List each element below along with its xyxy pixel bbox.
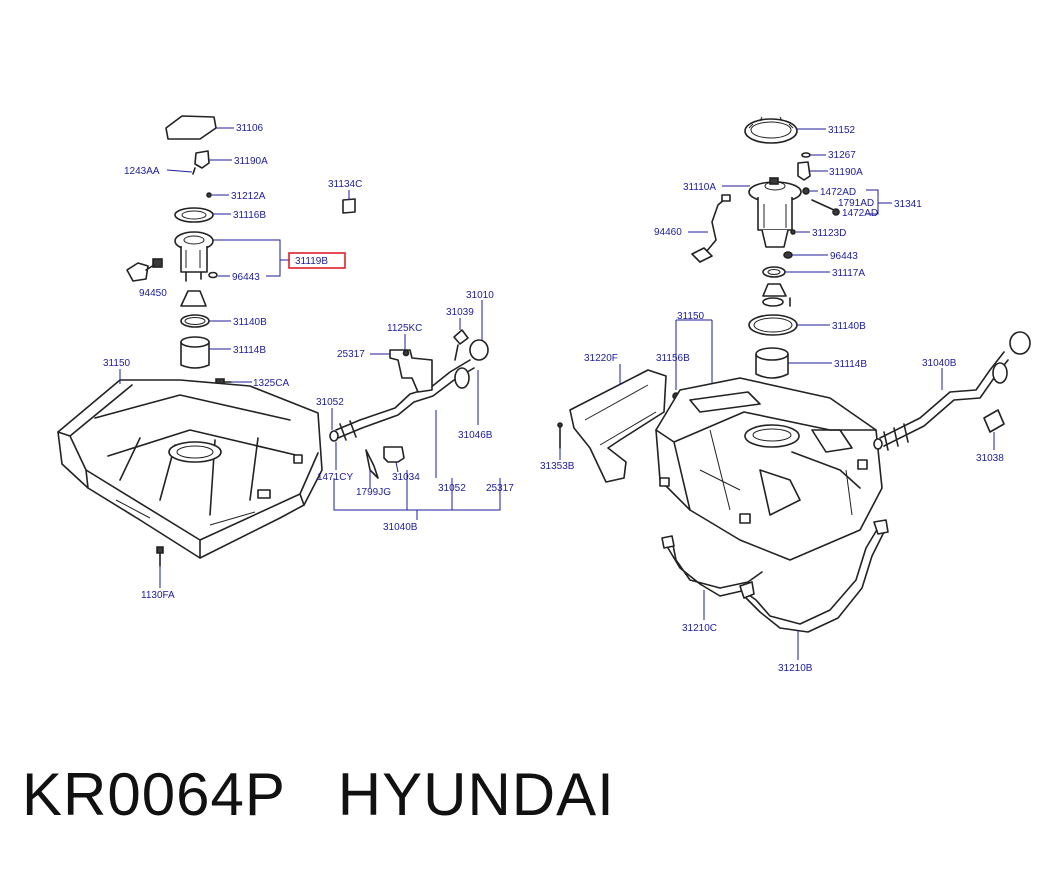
part-screw[interactable] — [206, 192, 212, 198]
label-31150-left[interactable]: 31150 — [103, 358, 131, 369]
part-screw-31123d[interactable] — [790, 229, 796, 235]
part-strainer[interactable] — [762, 283, 787, 297]
label-31190a-right[interactable]: 31190A — [829, 167, 863, 178]
part-pump-module[interactable] — [748, 177, 802, 248]
label-31140b-left[interactable]: 31140B — [233, 317, 267, 328]
label-31114b-left[interactable]: 31114B — [233, 345, 266, 356]
part-fuel-sender[interactable] — [174, 231, 214, 282]
label-94460[interactable]: 94460 — [654, 227, 682, 238]
label-31040b-left[interactable]: 31040B — [383, 522, 418, 533]
label-31117a[interactable]: 31117A — [832, 268, 865, 279]
label-1130fa[interactable]: 1130FA — [141, 590, 175, 601]
part-clamp[interactable] — [194, 150, 210, 169]
label-31210b[interactable]: 31210B — [778, 663, 813, 674]
part-clip-right[interactable] — [783, 251, 793, 259]
label-1125kc[interactable]: 1125KC — [387, 323, 422, 334]
part-label-plate[interactable] — [983, 409, 1005, 433]
label-31341[interactable]: 31341 — [894, 199, 922, 210]
part-connector[interactable] — [126, 262, 149, 282]
label-31140b-right[interactable]: 31140B — [832, 321, 866, 332]
label-31353b[interactable]: 31353B — [540, 461, 575, 472]
label-31038[interactable]: 31038 — [976, 453, 1004, 464]
label-25317-b[interactable]: 25317 — [486, 483, 514, 494]
label-31010[interactable]: 31010 — [466, 290, 494, 301]
label-31220f[interactable]: 31220F — [584, 353, 618, 364]
part-labels: 31106 31190A 1243AA 31212A 31116B 31119B… — [103, 123, 1004, 674]
part-mount-bolt[interactable] — [156, 546, 164, 554]
label-1472ad-a[interactable]: 1472AD — [820, 187, 856, 198]
label-31052-a[interactable]: 31052 — [316, 397, 344, 408]
label-1325ca[interactable]: 1325CA — [253, 378, 289, 389]
label-25317-a[interactable]: 25317 — [337, 349, 365, 360]
label-31052-b[interactable]: 31052 — [438, 483, 466, 494]
label-31123d[interactable]: 31123D — [812, 228, 846, 239]
part-hose-clamp[interactable] — [383, 446, 405, 463]
label-31190a-left[interactable]: 31190A — [234, 156, 268, 167]
label-31114b-right[interactable]: 31114B — [834, 359, 867, 370]
part-cylinder[interactable] — [180, 336, 210, 369]
label-1791ad[interactable]: 1791AD — [838, 198, 874, 209]
part-clip[interactable] — [365, 449, 379, 479]
part-strap-rear[interactable] — [741, 527, 885, 633]
label-31040b-right[interactable]: 31040B — [922, 358, 957, 369]
right-assembly — [557, 116, 1031, 633]
label-96443-right[interactable]: 96443 — [830, 251, 858, 262]
label-31210c[interactable]: 31210C — [682, 623, 717, 634]
part-gasket[interactable] — [174, 207, 214, 223]
part-bolt-1472ad[interactable] — [802, 187, 810, 195]
part-filler-neck[interactable] — [335, 359, 475, 439]
part-rod-1791ad[interactable] — [811, 199, 835, 211]
part-vent[interactable] — [453, 329, 469, 345]
center-assembly — [329, 198, 501, 520]
label-31039[interactable]: 31039 — [446, 307, 474, 318]
label-1472ad-b[interactable]: 1472AD — [842, 208, 878, 219]
part-clamp-right[interactable] — [797, 161, 811, 181]
label-1799jg[interactable]: 1799JG — [356, 487, 391, 498]
part-seal[interactable] — [762, 266, 786, 278]
part-lock-ring[interactable] — [744, 116, 798, 144]
highlight-box — [288, 252, 346, 269]
label-31267[interactable]: 31267 — [828, 150, 856, 161]
label-1471cy[interactable]: 1471CY — [317, 472, 353, 483]
part-valve[interactable] — [342, 198, 356, 214]
part-filter[interactable] — [180, 290, 207, 307]
part-fuel-tank-right[interactable] — [655, 377, 883, 561]
label-31034[interactable]: 31034 — [392, 472, 420, 483]
part-small-clip[interactable] — [208, 271, 218, 279]
part-fuel-tank-left[interactable] — [57, 379, 323, 559]
part-caption: KR0064P HYUNDAI — [22, 761, 615, 828]
label-31156b[interactable]: 31156B — [656, 353, 690, 364]
label-31152[interactable]: 31152 — [828, 125, 856, 136]
part-cover-plate[interactable] — [165, 115, 217, 140]
label-31106[interactable]: 31106 — [236, 123, 264, 134]
label-1243aa[interactable]: 1243AA — [124, 166, 160, 177]
part-bracket[interactable] — [389, 349, 433, 393]
label-31134c[interactable]: 31134C — [328, 179, 362, 190]
label-96443-left[interactable]: 96443 — [232, 272, 260, 283]
label-31212a[interactable]: 31212A — [231, 191, 266, 202]
part-heat-shield[interactable] — [569, 369, 667, 483]
label-94450[interactable]: 94450 — [139, 288, 167, 299]
label-31110a[interactable]: 31110A — [683, 182, 716, 193]
label-31116b[interactable]: 31116B — [233, 210, 266, 221]
label-31119b[interactable]: 31119B — [295, 256, 328, 267]
leader-lines — [119, 127, 995, 660]
part-pin[interactable] — [801, 152, 811, 158]
label-31150-right[interactable]: 31150 — [677, 311, 705, 322]
part-cylinder-right[interactable] — [755, 347, 789, 379]
label-31046b[interactable]: 31046B — [458, 430, 493, 441]
left-assembly — [57, 115, 323, 567]
